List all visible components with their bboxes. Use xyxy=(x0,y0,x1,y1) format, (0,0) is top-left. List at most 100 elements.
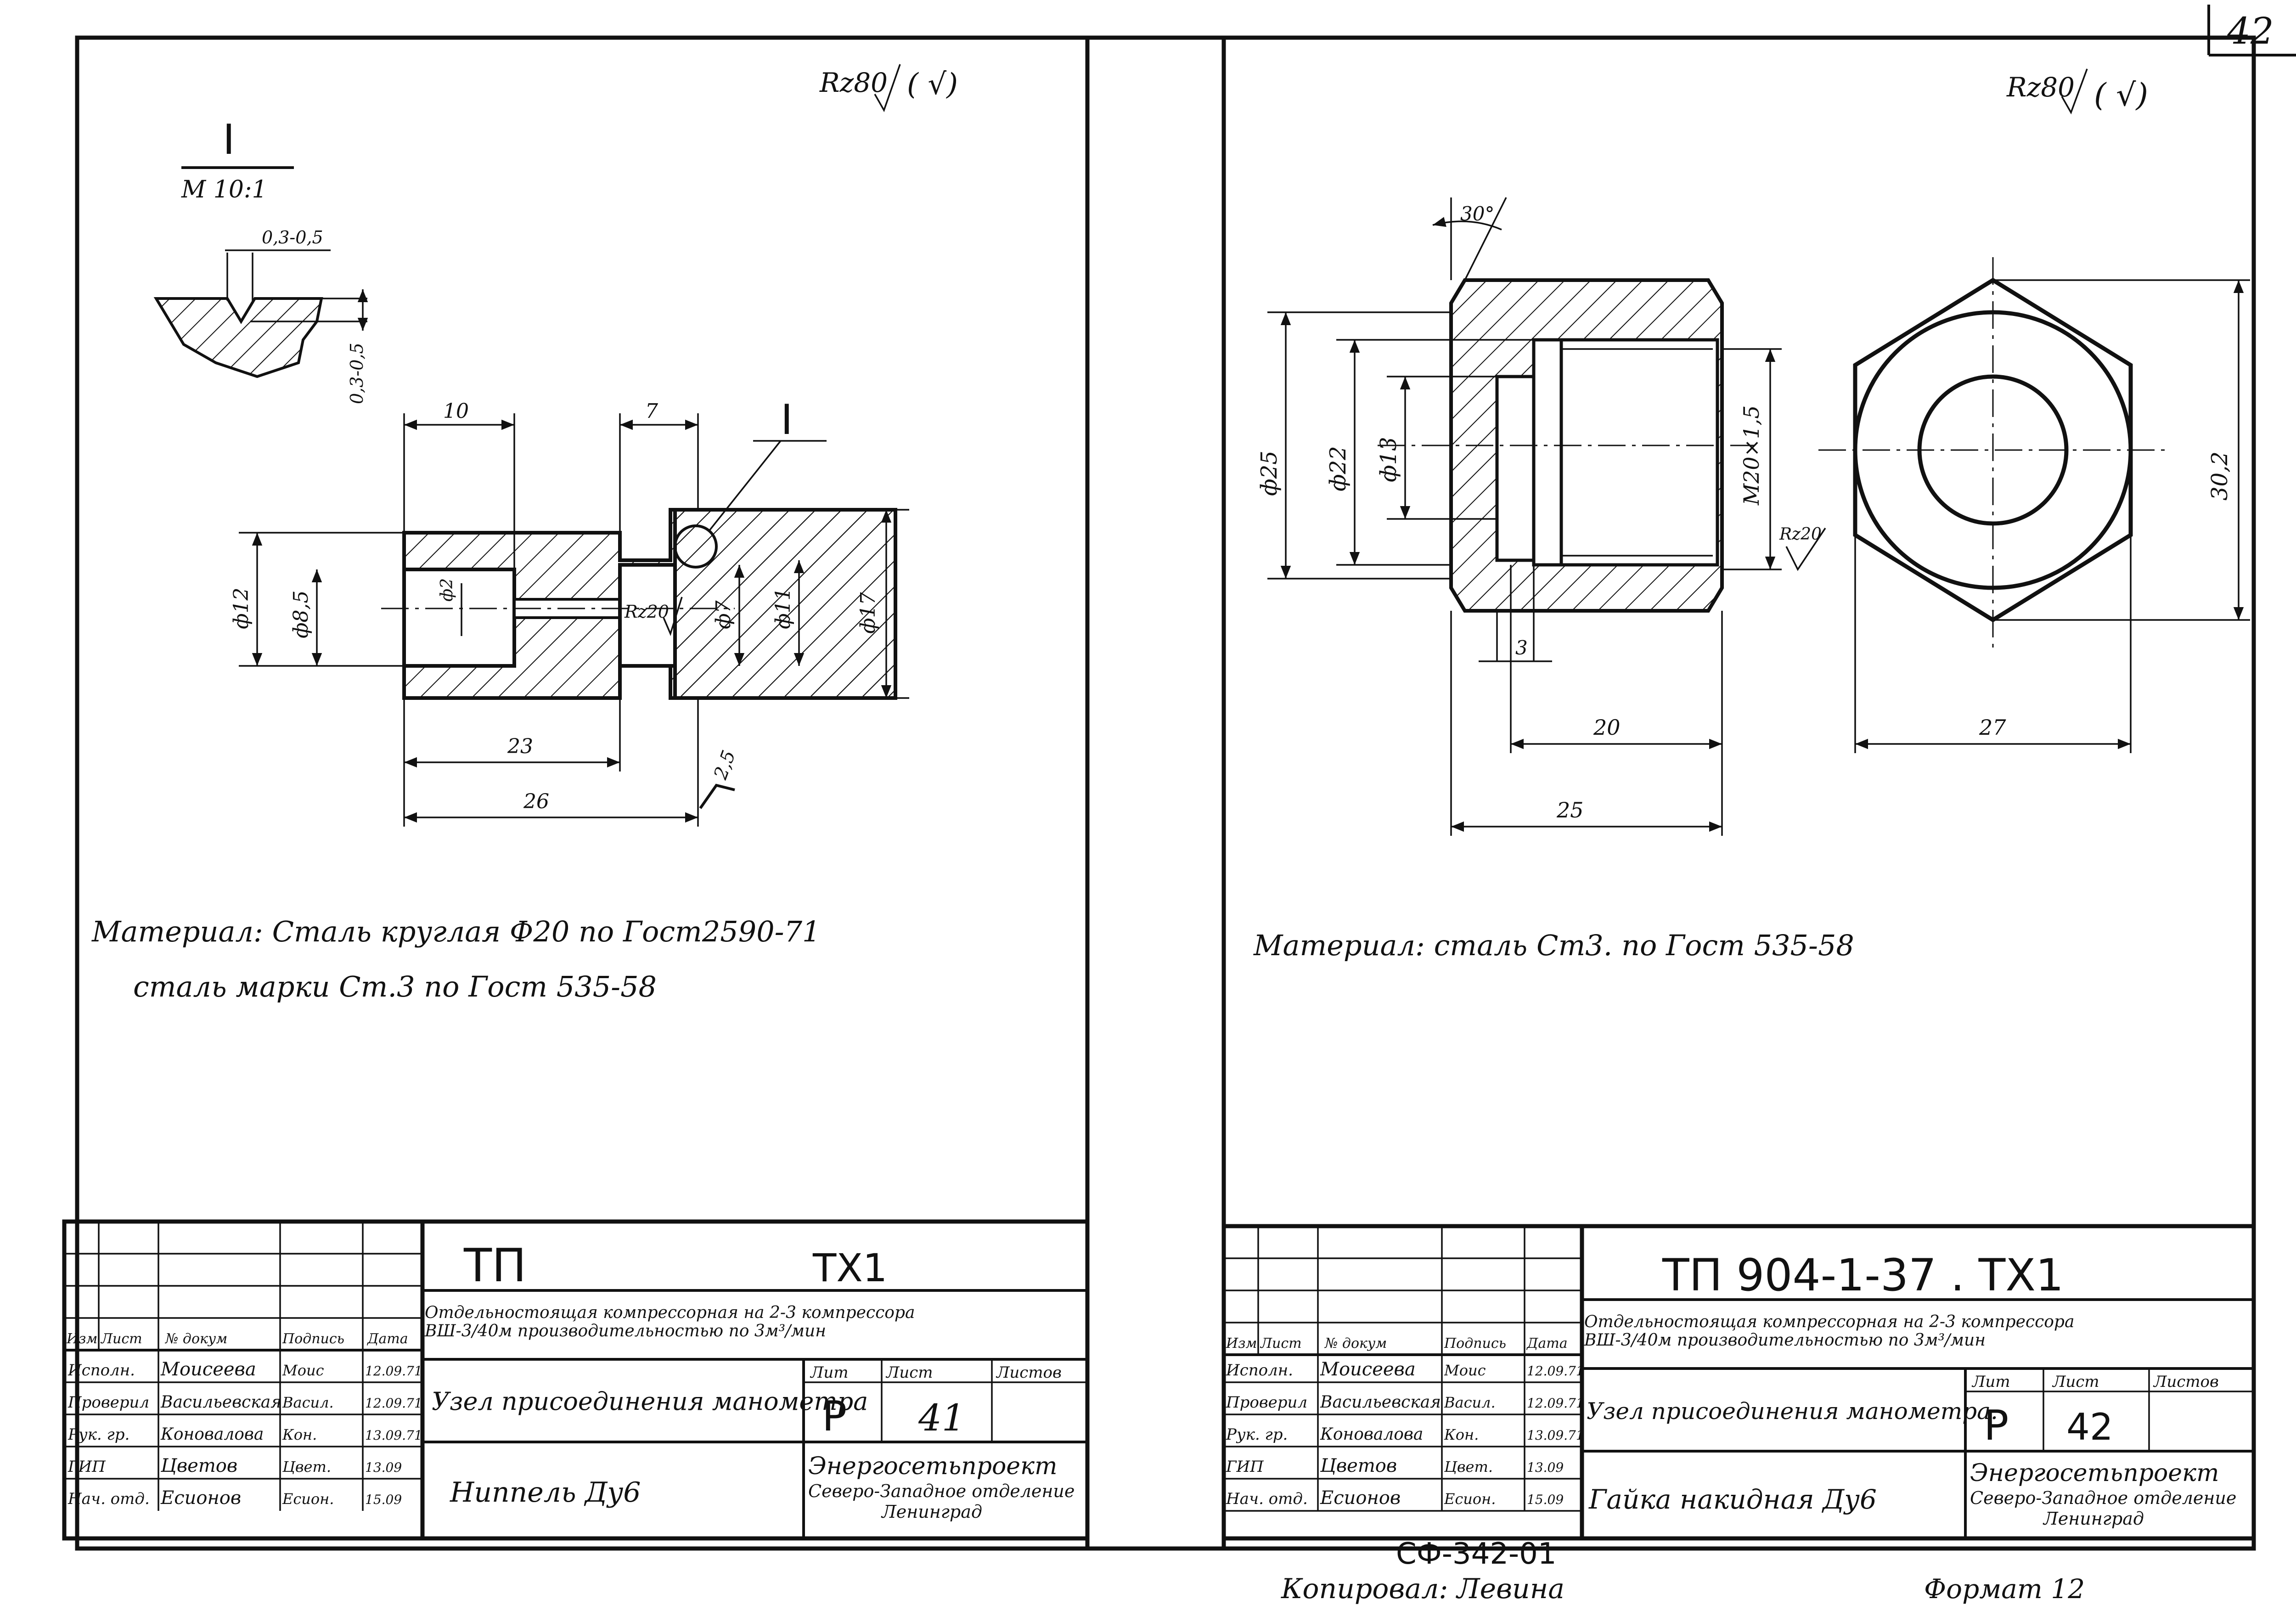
left-part-name: Ниппель Ду6 xyxy=(450,1476,641,1509)
right-roughness-value: Rz80 xyxy=(2006,72,2075,103)
right-sheets-header: Листов xyxy=(2153,1373,2219,1391)
left-org-city: Ленинград xyxy=(881,1502,982,1522)
row-name: Васильевская xyxy=(1320,1393,1441,1412)
left-material-line1: Материал: Сталь круглая Ф20 по Гост2590-… xyxy=(91,915,820,948)
col-header-sign: Подпись xyxy=(282,1331,344,1347)
row-date: 12.09.71 xyxy=(365,1363,422,1379)
row-name: Есионов xyxy=(1320,1487,1401,1509)
dim-length-3: 3 xyxy=(1515,636,1528,659)
left-sheets-header: Листов xyxy=(996,1363,1062,1382)
left-material-line2: сталь марки Ст.3 по Гост 535-58 xyxy=(133,970,657,1003)
row-role: Проверил xyxy=(68,1393,149,1412)
row-role: Проверил xyxy=(1226,1393,1307,1412)
left-assembly-name: Узел присоединения манометра xyxy=(432,1387,868,1416)
row-sign: Цвет. xyxy=(282,1458,331,1475)
right-org-city: Ленинград xyxy=(2043,1509,2144,1529)
row-date: 13.09 xyxy=(1527,1460,1564,1475)
detail-view-I: I М 10:1 0,3-0,5 0,3-0,5 xyxy=(153,116,368,404)
copied-by: Копировал: Левина xyxy=(1281,1573,1564,1605)
row-sign: Есион. xyxy=(1444,1490,1496,1508)
row-sign: Васил. xyxy=(1444,1394,1496,1411)
right-part-name: Гайка накидная Ду6 xyxy=(1588,1484,1877,1515)
nut-hex-view: 30,2 27 xyxy=(1818,257,2250,753)
left-title-block: Изм Лист № докум Подпись Дата Исполн. Мо… xyxy=(62,1219,1090,1541)
row-date: 12.09.71 xyxy=(365,1396,422,1411)
col-header-izm: Изм xyxy=(66,1331,97,1347)
dim-diameter-25: ф25 xyxy=(1256,451,1282,496)
right-project-description: Отдельностоящая компрессорная на 2-3 ком… xyxy=(1584,1312,2074,1350)
row-date: 13.09 xyxy=(365,1460,402,1475)
col-header-sign: Подпись xyxy=(1444,1335,1506,1352)
row-role: Нач. отд. xyxy=(1226,1490,1308,1508)
left-org-name: Энергосетьпроект xyxy=(808,1453,1057,1480)
col-header-izm: Изм xyxy=(1226,1335,1257,1352)
row-role: Рук. гр. xyxy=(68,1425,129,1444)
row-date: 13.09.71 xyxy=(365,1428,422,1443)
dim-diameter-7: ф7 xyxy=(712,601,735,629)
footer: СФ-342-01 Копировал: Левина Формат 12 xyxy=(1281,1537,2085,1605)
row-role: Нач. отд. xyxy=(68,1490,150,1508)
dim-diameter-22: ф22 xyxy=(1325,446,1351,491)
left-roughness-bracket: ( √) xyxy=(907,68,958,101)
right-org-branch: Северо-Западное отделение xyxy=(1970,1488,2236,1508)
sheet-number: 42 xyxy=(2227,10,2274,52)
row-name: Есионов xyxy=(160,1487,241,1509)
right-title-block: Изм Лист № докум Подпись Дата Исполн. Мо… xyxy=(1221,1224,2256,1541)
row-name: Васильевская xyxy=(160,1393,281,1412)
nut-bore-roughness: Rz20 xyxy=(1779,525,1822,544)
row-name: Моисеева xyxy=(1320,1359,1416,1380)
dim-length-7: 7 xyxy=(645,400,658,423)
row-sign: Моис xyxy=(282,1362,324,1379)
dim-across-flats-27: 27 xyxy=(1979,715,2006,740)
row-date: 15.09 xyxy=(365,1492,402,1507)
detail-callout-label: I xyxy=(781,396,793,444)
right-sheet-header: Лист xyxy=(2052,1373,2099,1391)
dim-diameter-2: ф2 xyxy=(438,578,456,602)
detail-depth-dim: 0,3-0,5 xyxy=(347,343,367,404)
right-roughness-mark: Rz80 ( √) xyxy=(2006,68,2148,115)
row-date: 13.09.71 xyxy=(1527,1428,1584,1443)
left-sheet-value: 41 xyxy=(918,1397,965,1439)
left-roughness-value: Rz80 xyxy=(819,67,888,98)
detail-width-dim: 0,3-0,5 xyxy=(262,227,323,248)
row-date: 12.09.71 xyxy=(1527,1396,1584,1411)
left-sheet-header: Лист xyxy=(885,1363,933,1382)
dim-length-23: 23 xyxy=(507,735,533,758)
right-org-name: Энергосетьпроект xyxy=(1970,1459,2219,1487)
dim-length-10: 10 xyxy=(443,400,469,423)
row-name: Цветов xyxy=(1320,1455,1397,1476)
col-header-date: Дата xyxy=(366,1331,408,1347)
row-role: Исполн. xyxy=(68,1361,135,1380)
dim-radius-2-5: 2,5 xyxy=(710,748,740,783)
row-role: ГИП xyxy=(68,1458,106,1476)
dim-angle-30: 30° xyxy=(1460,203,1494,225)
sheet-format: Формат 12 xyxy=(1924,1573,2085,1605)
row-sign: Есион. xyxy=(282,1490,334,1508)
nut-section-view: 30° ф25 ф22 ф13 М20×1,5 Rz20 3 20 25 xyxy=(1256,197,1826,836)
dim-diameter-8-5: ф8,5 xyxy=(289,591,313,638)
row-name: Моисеева xyxy=(160,1359,256,1380)
row-name: Коновалова xyxy=(160,1425,264,1444)
dim-length-26: 26 xyxy=(523,790,549,813)
left-doc-code-suffix: ТХ1 xyxy=(812,1245,887,1290)
col-header-doc: № докум xyxy=(1324,1335,1387,1352)
row-name: Коновалова xyxy=(1320,1425,1423,1444)
right-doc-code: ТП 904-1-37 . ТХ1 xyxy=(1662,1250,2064,1301)
dim-diameter-12: ф12 xyxy=(230,588,253,629)
left-stage-header: Лит xyxy=(810,1363,849,1382)
counterbore-roughness: Rz20 xyxy=(624,602,669,622)
row-sign: Моис xyxy=(1444,1362,1486,1379)
dim-length-20: 20 xyxy=(1593,715,1621,740)
row-role: ГИП xyxy=(1226,1458,1264,1476)
right-sheet-value: 42 xyxy=(2066,1406,2113,1448)
right-material: Материал: сталь Ст3. по Гост 535-58 xyxy=(1253,929,1854,962)
row-sign: Кон. xyxy=(1444,1426,1479,1443)
row-date: 15.09 xyxy=(1527,1492,1564,1507)
row-sign: Цвет. xyxy=(1444,1458,1493,1475)
col-header-date: Дата xyxy=(1526,1335,1568,1352)
right-roughness-bracket: ( √) xyxy=(2094,77,2148,113)
right-stage-value: Р xyxy=(1984,1402,2009,1450)
row-role: Рук. гр. xyxy=(1226,1425,1288,1444)
right-stage-header: Лит xyxy=(1971,1373,2010,1391)
